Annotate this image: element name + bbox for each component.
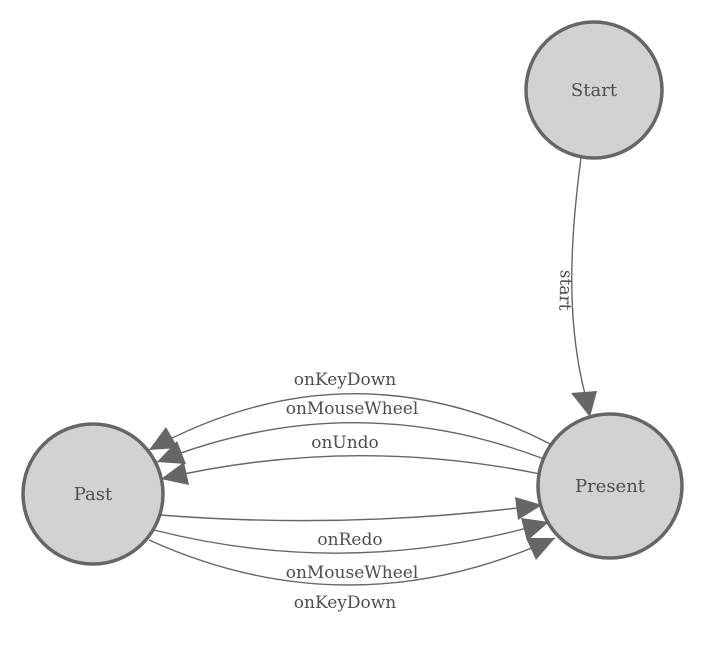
arrowhead-onredo-icon xyxy=(515,497,542,520)
node-past-circle xyxy=(21,422,165,566)
edge-line-onmousewheel-bottom xyxy=(153,521,550,554)
node-present-circle xyxy=(536,412,684,560)
edge-past-to-present-onmousewheel xyxy=(153,521,550,554)
edge-line-onmousewheel-top xyxy=(156,422,545,463)
edge-label-onredo: onRedo xyxy=(317,530,382,550)
edge-label-onmousewheel-top: onMouseWheel xyxy=(286,399,419,419)
node-past: Past xyxy=(21,422,165,566)
edge-line-start xyxy=(571,157,586,395)
edge-line-onkeydown-bottom xyxy=(148,537,556,586)
node-start-circle xyxy=(524,20,664,160)
node-start: Start xyxy=(524,20,664,160)
edge-label-start: start xyxy=(554,270,575,311)
arrowhead-onkeydown-bottom-icon xyxy=(526,538,555,560)
edge-past-to-present-onredo xyxy=(159,504,543,522)
edge-present-to-past-onmousewheel xyxy=(156,422,545,463)
node-past-label: Past xyxy=(74,484,113,505)
arrowhead-onkeydown-top-icon xyxy=(149,427,178,450)
edge-start-to-present xyxy=(571,157,586,395)
edge-past-to-present-onkeydown xyxy=(148,537,556,586)
edge-line-onundo xyxy=(160,455,541,480)
node-present-label: Present xyxy=(575,476,646,497)
node-present: Present xyxy=(536,412,684,560)
edge-label-onkeydown-bottom: onKeyDown xyxy=(294,593,397,613)
edge-line-onkeydown-top xyxy=(148,393,553,451)
edge-label-onmousewheel-bottom: onMouseWheel xyxy=(286,563,419,583)
node-start-label: Start xyxy=(571,80,618,101)
edge-line-onredo xyxy=(159,504,543,522)
edge-label-onkeydown-top: onKeyDown xyxy=(294,370,397,390)
arrowhead-onundo-icon xyxy=(161,462,189,485)
edge-present-to-past-onundo xyxy=(160,455,541,480)
edge-present-to-past-onkeydown xyxy=(148,393,553,451)
arrowhead-onmousewheel-bottom-icon xyxy=(521,518,549,541)
arrowhead-start-icon xyxy=(571,391,597,417)
arrowhead-onmousewheel-top-icon xyxy=(157,441,186,464)
edge-label-onundo: onUndo xyxy=(311,433,379,453)
